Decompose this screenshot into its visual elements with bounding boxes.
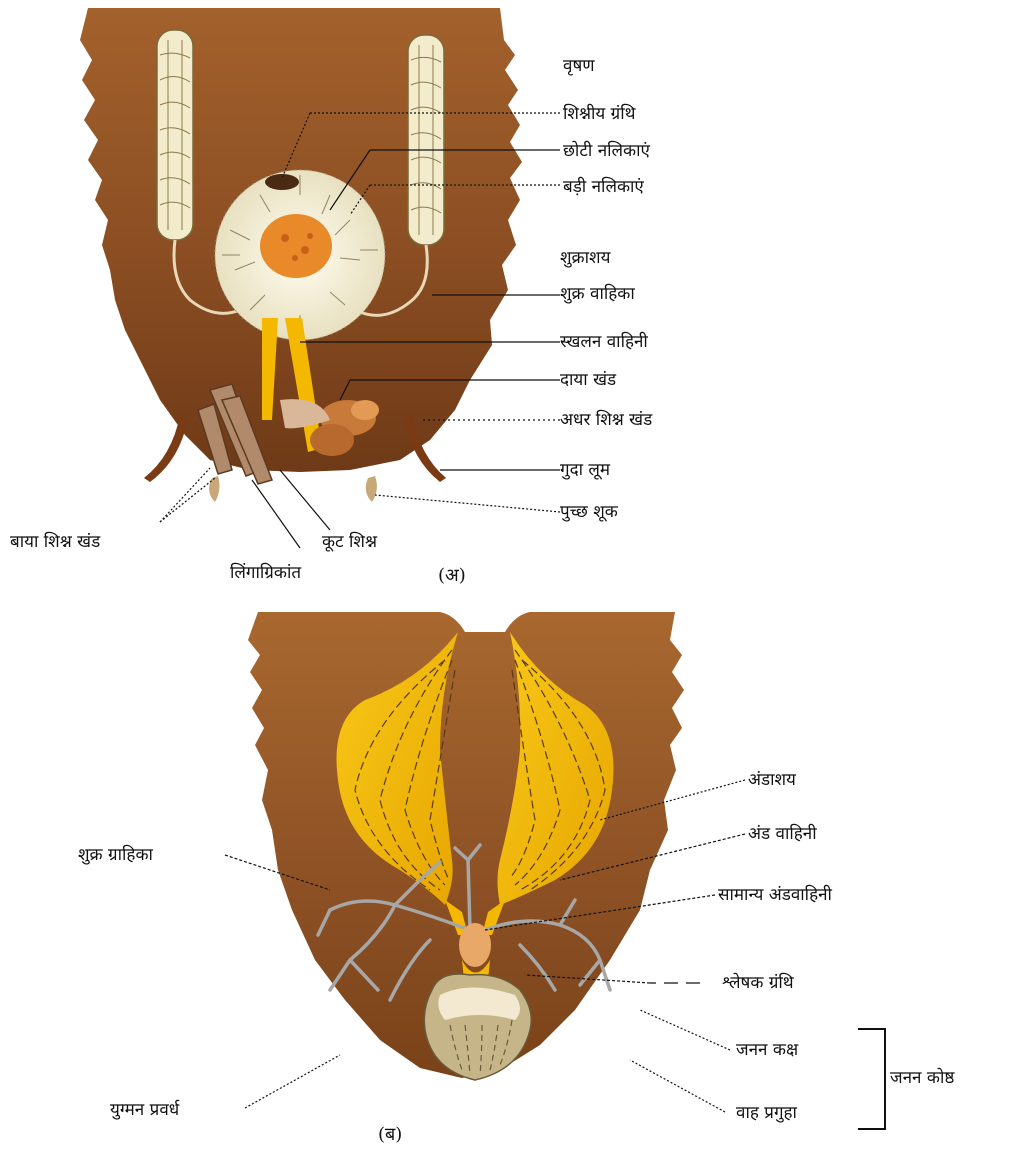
- label-seminal-vesicle: शुक्राशय: [560, 248, 610, 268]
- label-colleterial-gland: श्लेषक ग्रंथि: [722, 973, 794, 993]
- label-vestibulum: वाह प्रगुहा: [736, 1103, 797, 1123]
- female-abdomen: [248, 612, 684, 1080]
- label-pseudopenis: कूट शिश्न: [322, 532, 377, 552]
- label-right-phallomere: दाया खंड: [560, 370, 616, 390]
- label-short-tubules: छोटी नलिकाएं: [563, 141, 650, 161]
- label-vas-deferens: शुक्र वाहिका: [560, 284, 635, 304]
- label-anal-cercus: पुच्छ शूक: [560, 502, 618, 522]
- male-abdomen: [80, 8, 522, 502]
- label-ejaculatory-duct: स्खलन वाहिनी: [560, 332, 648, 352]
- label-genital-chamber: जनन कक्ष: [736, 1040, 798, 1060]
- label-spermatheca: शुक्र ग्राहिका: [78, 845, 153, 865]
- anal-style-left: [144, 415, 188, 482]
- anal-cercus-right: [366, 476, 377, 502]
- label-mushroom-gland: शिश्नीय ग्रंथि: [563, 104, 636, 124]
- anal-cercus-left: [209, 476, 219, 502]
- testis-left: [157, 30, 193, 240]
- label-long-tubules: बड़ी नलिकाएं: [563, 177, 644, 197]
- label-titillator: लिंगाग्रिकांत: [230, 563, 301, 583]
- mushroom-gland-center: [260, 214, 332, 278]
- phallic-gland: [265, 174, 299, 190]
- label-oviduct: अंड वाहिनी: [748, 824, 817, 844]
- genital-pouch-bracket: [858, 1028, 886, 1130]
- label-anal-style: गुदा लूम: [560, 460, 610, 480]
- caption-a: (अ): [438, 563, 466, 587]
- label-common-oviduct: सामान्य अंडवाहिनी: [718, 885, 832, 905]
- caption-b: (ब): [378, 1122, 402, 1146]
- testis-right: [408, 35, 444, 245]
- label-gonapophyses: युग्मन प्रवर्ध: [110, 1100, 179, 1120]
- label-left-phallomere: बाया शिश्न खंड: [10, 532, 100, 552]
- label-ovary: अंडाशय: [748, 770, 796, 790]
- label-testis: वृषण: [563, 56, 595, 76]
- label-genital-pouch: जनन कोष्ठ: [890, 1068, 954, 1088]
- label-ventral-phallomere: अधर शिश्न खंड: [560, 410, 652, 430]
